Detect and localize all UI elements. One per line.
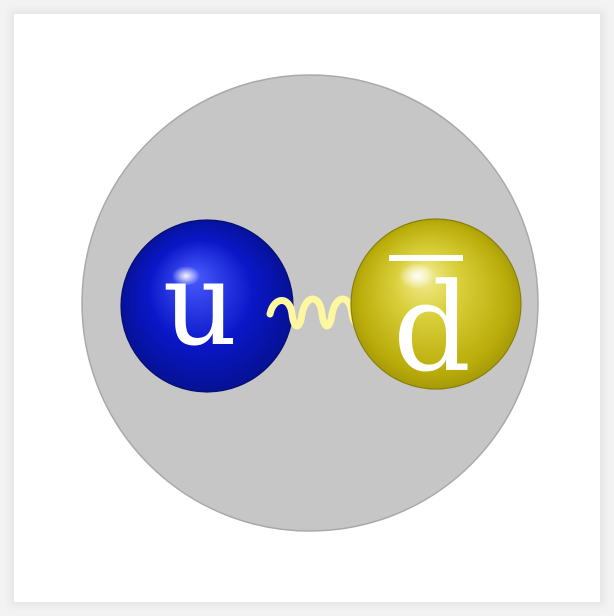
up-quark: u xyxy=(121,220,293,392)
up-quark-label: u xyxy=(163,237,238,372)
anti-down-quark-label: d xyxy=(393,257,471,399)
